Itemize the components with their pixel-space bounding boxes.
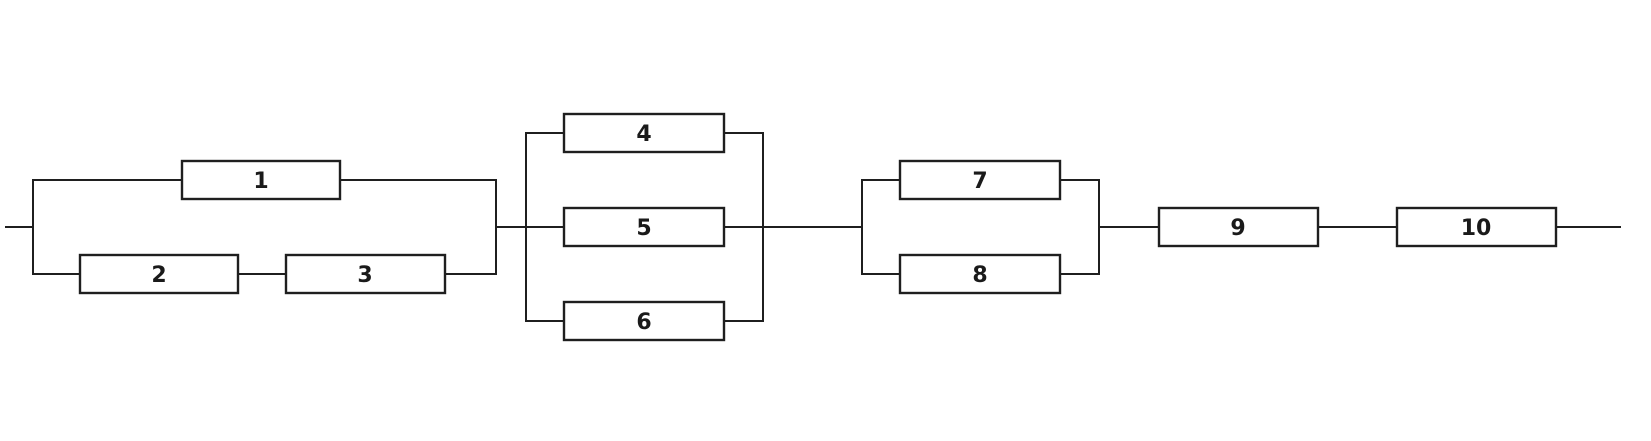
block-9[interactable]: 9 bbox=[1157, 206, 1320, 248]
block-1[interactable]: 1 bbox=[180, 159, 342, 201]
block-3[interactable]: 3 bbox=[284, 253, 447, 295]
block-6[interactable]: 6 bbox=[562, 300, 726, 342]
block-8-label: 8 bbox=[972, 263, 987, 288]
block-8[interactable]: 8 bbox=[898, 253, 1062, 295]
block-4-label: 4 bbox=[636, 122, 651, 147]
block-4[interactable]: 4 bbox=[562, 112, 726, 154]
block-9-label: 9 bbox=[1230, 216, 1245, 241]
block-2[interactable]: 2 bbox=[78, 253, 240, 295]
block-7-label: 7 bbox=[972, 169, 987, 194]
block-6-label: 6 bbox=[636, 310, 651, 335]
block-2-label: 2 bbox=[151, 263, 166, 288]
block-7[interactable]: 7 bbox=[898, 159, 1062, 201]
block-3-label: 3 bbox=[357, 263, 372, 288]
block-5[interactable]: 5 bbox=[562, 206, 726, 248]
block-1-label: 1 bbox=[253, 169, 268, 194]
connector-lines bbox=[5, 132, 1621, 322]
block-10-label: 10 bbox=[1461, 216, 1492, 241]
block-5-label: 5 bbox=[636, 216, 651, 241]
block-10[interactable]: 10 bbox=[1395, 206, 1558, 248]
